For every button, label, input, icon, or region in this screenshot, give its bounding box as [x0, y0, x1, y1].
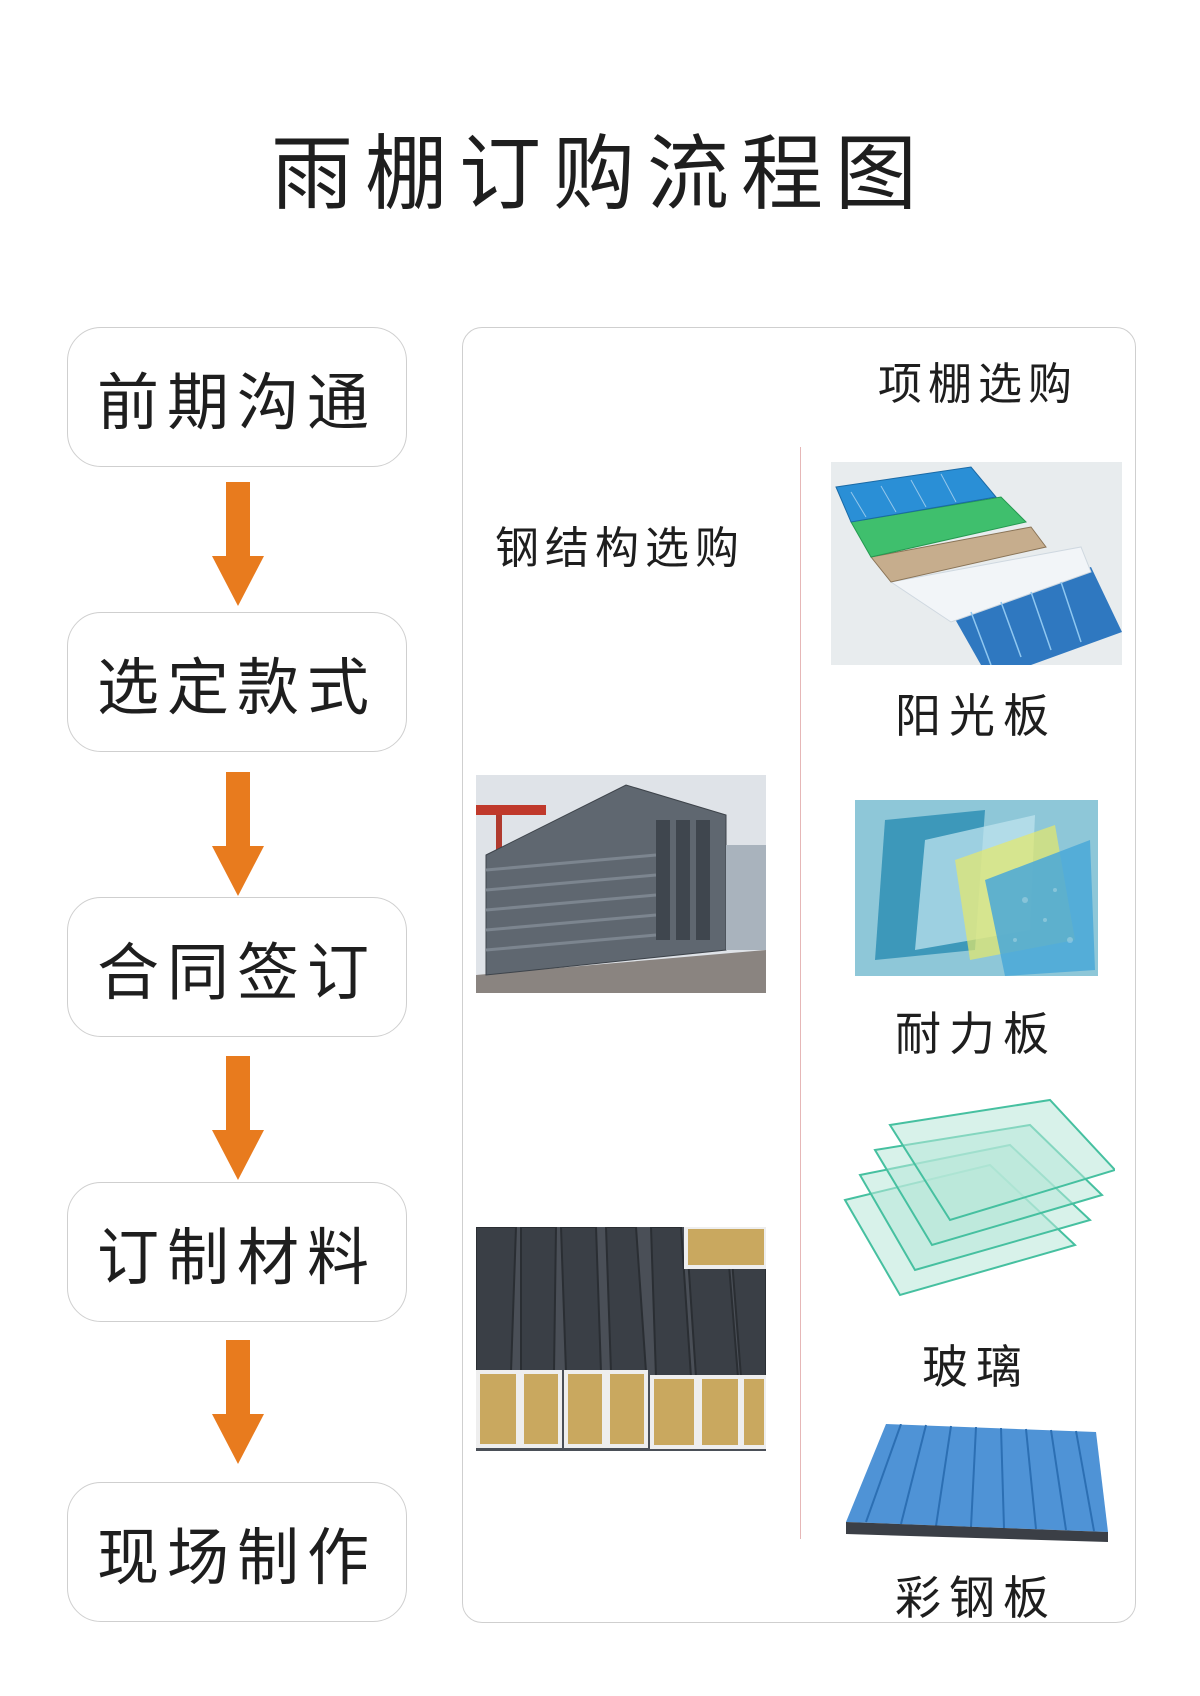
arrow-down-icon	[212, 1340, 264, 1464]
step-early-communication: 前期沟通	[67, 327, 407, 467]
arrow-down-icon	[212, 772, 264, 896]
steel-rectangular-tube-image	[476, 1227, 766, 1451]
endurance-board-label: 耐力板	[895, 1007, 1057, 1061]
steel-selection-heading: 钢结构选购	[495, 523, 745, 574]
arrow-down-icon	[212, 482, 264, 606]
endurance-board-image	[855, 800, 1098, 976]
arrow-down-icon	[212, 1056, 264, 1180]
panel-divider	[800, 447, 801, 1539]
page-title: 雨棚订购流程图	[270, 127, 929, 222]
sunshine-board-image	[831, 462, 1122, 665]
step-onsite-production: 现场制作	[67, 1482, 407, 1622]
steel-h-beam-image	[476, 775, 766, 993]
glass-image	[840, 1090, 1115, 1305]
color-steel-plate-image	[846, 1424, 1108, 1542]
glass-label: 玻璃	[922, 1340, 1030, 1394]
step-sign-contract: 合同签订	[67, 897, 407, 1037]
sunshine-board-label: 阳光板	[895, 689, 1057, 743]
color-steel-plate-label: 彩钢板	[895, 1571, 1057, 1625]
canopy-selection-heading: 项棚选购	[878, 359, 1078, 410]
materials-panel	[462, 327, 1136, 1623]
step-select-style: 选定款式	[67, 612, 407, 752]
step-custom-materials: 订制材料	[67, 1182, 407, 1322]
